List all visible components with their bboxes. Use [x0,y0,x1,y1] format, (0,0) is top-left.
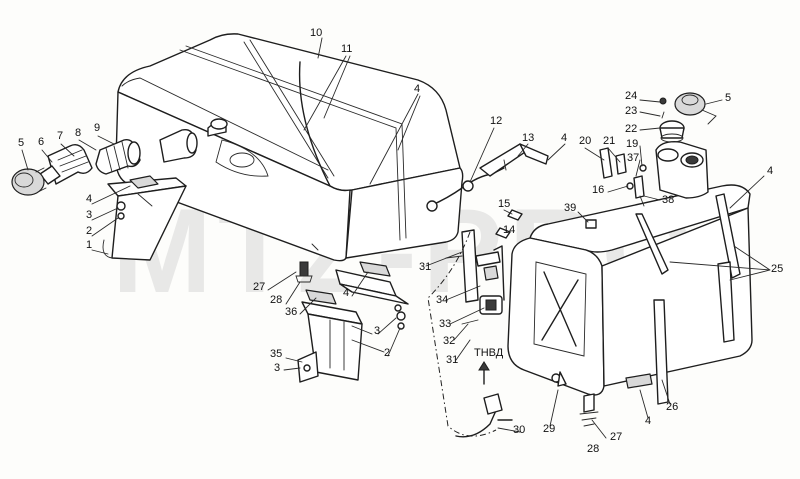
callout-cthvd: ТНВД [474,347,504,359]
callout-c36: 36 [285,306,297,318]
callout-c4e: 4 [767,165,773,177]
callout-c35: 35 [270,348,282,360]
callout-c2a: 2 [86,225,92,237]
callout-c33: 33 [439,318,451,330]
callout-c3a: 3 [86,209,92,221]
callout-c29: 29 [543,423,555,435]
callout-c10: 10 [310,27,322,39]
callout-c24: 24 [625,90,637,102]
left-lower-supports [295,261,409,383]
callout-c5b: 5 [725,92,731,104]
callout-c30: 30 [513,424,525,436]
callout-c31b: 31 [446,354,458,366]
left-filler-pipe [11,128,198,196]
callout-c4d: 4 [561,132,567,144]
callout-c4a: 4 [414,83,420,95]
callout-c25: 25 [771,263,783,275]
callout-c31a: 31 [419,261,431,273]
callout-c3c: 3 [274,362,280,374]
callout-c19: 19 [626,138,638,150]
callout-c4b: 4 [86,193,92,205]
right-filler-cap-parts [599,92,717,207]
callout-c7: 7 [57,130,63,142]
callout-c6: 6 [38,136,44,148]
callout-c9: 9 [94,122,100,134]
callout-c2b: 2 [384,347,390,359]
callout-c12: 12 [490,115,502,127]
callout-c15: 15 [498,198,510,210]
right-fuel-tank [507,140,753,427]
callout-c14: 14 [503,224,515,236]
callout-c37: 37 [627,152,639,164]
callout-c13: 13 [522,132,534,144]
callout-c3b: 3 [374,325,380,337]
callout-c23: 23 [625,105,637,117]
callout-c39: 39 [564,202,576,214]
callout-c11: 11 [341,43,352,55]
callout-c21: 21 [603,135,615,147]
callout-c4c: 4 [343,287,349,299]
callout-c20: 20 [579,135,591,147]
callout-c28a: 28 [270,294,282,306]
callout-c16: 16 [592,184,604,196]
callout-c38: 38 [662,194,674,206]
callout-c26: 26 [666,401,678,413]
callout-c1: 1 [86,239,92,251]
callout-c8: 8 [75,127,81,139]
callout-c22: 22 [625,123,637,135]
callout-c34: 34 [436,294,448,306]
callout-c32: 32 [443,335,455,347]
callout-c27a: 27 [253,281,265,293]
callout-c28b: 28 [587,443,599,455]
callout-c4f: 4 [645,415,651,427]
callout-c5a: 5 [18,137,24,149]
middle-fittings [426,143,549,438]
left-bracket [102,175,187,261]
callout-c27b: 27 [610,431,622,443]
leader-lines [21,37,771,439]
